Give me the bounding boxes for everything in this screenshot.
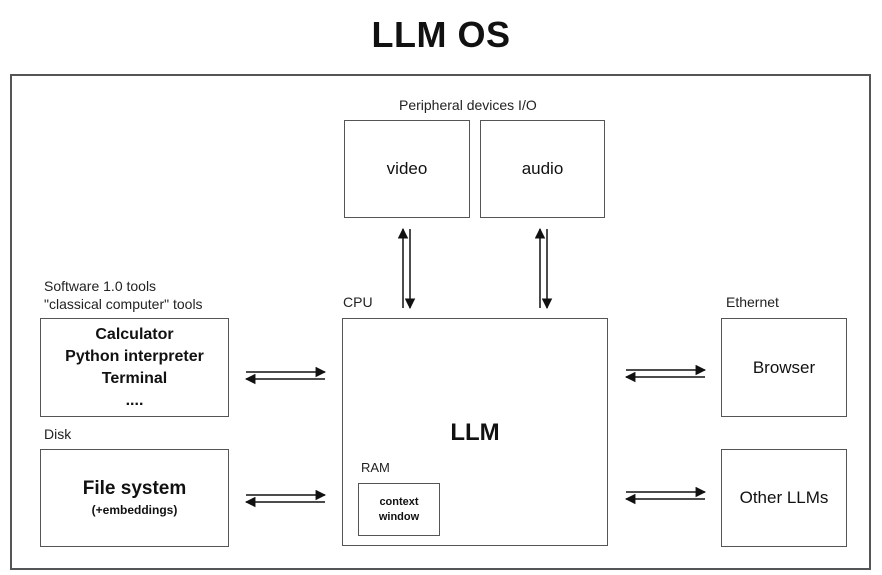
audio-box: audio xyxy=(480,120,605,218)
cpu-label: CPU xyxy=(343,294,373,310)
video-box: video xyxy=(344,120,470,218)
browser-label: Browser xyxy=(752,357,816,377)
other-llms-label: Other LLMs xyxy=(739,488,829,507)
video-label: video xyxy=(386,159,428,178)
context-window-line1: context xyxy=(379,495,419,508)
diagram-title: LLM OS xyxy=(371,14,511,55)
browser-box: Browser xyxy=(721,318,847,417)
os-frame xyxy=(10,74,871,570)
tool-python-interpreter: Python interpreter xyxy=(65,347,204,365)
software-tools-box: Calculator Python interpreter Terminal .… xyxy=(40,318,229,417)
tool-terminal: Terminal xyxy=(101,369,168,387)
context-window-line2: window xyxy=(378,510,420,523)
software-tools-label: Software 1.0 tools "classical computer" … xyxy=(44,277,203,313)
peripheral-label: Peripheral devices I/O xyxy=(399,97,537,113)
tool-ellipsis: .... xyxy=(125,391,144,409)
ethernet-label: Ethernet xyxy=(726,294,779,310)
llm-label: LLM xyxy=(450,419,500,446)
file-system-subtitle: (+embeddings) xyxy=(91,503,178,517)
ram-label: RAM xyxy=(361,460,390,475)
file-system-title: File system xyxy=(82,478,187,499)
tool-calculator: Calculator xyxy=(95,325,174,343)
context-window-box: context window xyxy=(358,483,440,536)
software-tools-label-line1: Software 1.0 tools xyxy=(44,278,157,294)
cpu-box: LLM RAM context window xyxy=(342,318,608,546)
other-llms-box: Other LLMs xyxy=(721,449,847,547)
file-system-box: File system (+embeddings) xyxy=(40,449,229,547)
software-tools-label-line2: "classical computer" tools xyxy=(44,296,203,312)
disk-label: Disk xyxy=(44,426,72,442)
audio-label: audio xyxy=(521,159,564,178)
